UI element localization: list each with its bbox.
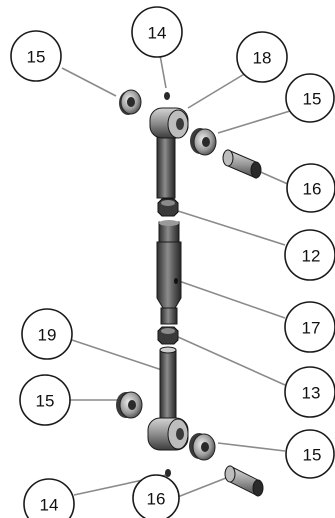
leader-12 [177, 210, 286, 246]
callout-15-bottom-left: 15 [19, 374, 71, 426]
callout-label: 19 [38, 326, 57, 345]
bearing-15-top-left [119, 89, 142, 115]
callout-label: 15 [36, 392, 55, 411]
pin-16-bottom [224, 465, 264, 497]
callout-14-bottom: 14 [23, 478, 75, 518]
callout-14-top: 14 [131, 6, 183, 58]
leader-14-top [159, 54, 167, 89]
callouts: 15 14 18 15 16 12 17 19 [10, 6, 335, 518]
leader-18 [187, 72, 247, 109]
callout-label: 14 [148, 24, 167, 43]
top-assembly [119, 89, 262, 217]
callout-16-top: 16 [286, 163, 335, 213]
callout-13: 13 [284, 366, 335, 418]
callout-label: 15 [27, 48, 46, 67]
bearing-15-bottom-left [116, 391, 143, 419]
callout-15-top-right: 15 [285, 73, 335, 123]
rod-end-block-18 [149, 107, 189, 139]
callout-15-bottom-right: 15 [285, 429, 335, 479]
leader-15-top-left [61, 67, 117, 97]
leader-17 [175, 279, 286, 319]
callout-label: 16 [147, 490, 166, 509]
set-screw-14-bottom [165, 469, 171, 477]
bearing-15-top-right [190, 128, 217, 156]
callout-label: 15 [303, 90, 322, 109]
callout-19: 19 [21, 308, 73, 360]
leader-16-top [255, 169, 291, 186]
callout-label: 18 [253, 49, 272, 68]
leader-15-top-right [217, 110, 291, 134]
nut-12 [157, 198, 179, 217]
callout-label: 17 [302, 319, 321, 338]
callout-label: 15 [303, 446, 322, 465]
callout-18: 18 [236, 31, 288, 83]
callout-16-bottom: 16 [132, 474, 180, 518]
callout-12: 12 [284, 229, 335, 281]
leader-19 [71, 339, 163, 371]
callout-label: 16 [303, 180, 322, 199]
leader-lines [61, 54, 291, 501]
callout-label: 12 [302, 247, 321, 266]
callout-17: 17 [284, 301, 335, 353]
nut-13 [157, 326, 179, 345]
bearing-15-bottom-right [189, 433, 216, 461]
set-screw-14-top [164, 92, 170, 100]
leader-15-bottom-right [217, 442, 286, 452]
callout-15-top-left: 15 [10, 30, 62, 82]
pin-16-top [222, 149, 262, 179]
callout-label: 13 [302, 384, 321, 403]
bottom-assembly [116, 326, 264, 497]
turnbuckle-body-17 [156, 220, 182, 325]
leader-13 [177, 336, 286, 386]
rod-end-block-19 [147, 417, 189, 451]
callout-label: 14 [40, 496, 59, 515]
